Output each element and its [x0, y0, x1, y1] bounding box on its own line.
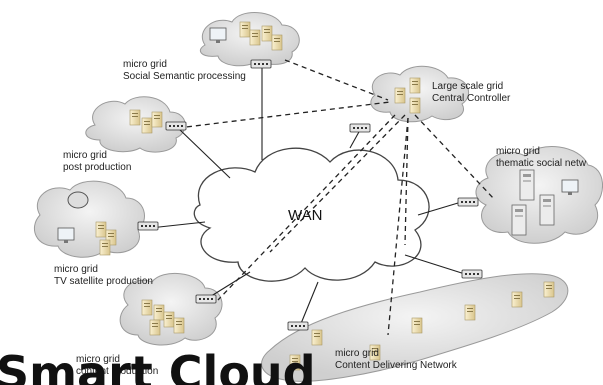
- node-tv-line2: TV satellite production: [54, 276, 153, 287]
- switch-thematic: [457, 197, 479, 207]
- node-content-line2: content production: [76, 366, 159, 377]
- switch-cdn-2: [287, 321, 309, 331]
- node-social-line2: Social Semantic processing: [123, 71, 246, 82]
- node-thematic-line1: micro grid: [496, 146, 540, 157]
- cloud-content: [119, 272, 223, 346]
- wan-label: WAN: [288, 207, 323, 224]
- node-post-line2: post production: [63, 162, 132, 173]
- node-post-line1: micro grid: [63, 150, 107, 161]
- node-tv-label: micro grid TV satellite production: [54, 264, 153, 288]
- switch-central: [349, 123, 371, 133]
- wan-cloud: [193, 147, 430, 282]
- dashed-links: [177, 59, 496, 336]
- node-content-line1: micro grid: [76, 354, 120, 365]
- cloud-tv: [34, 180, 145, 258]
- node-social-line1: micro grid: [123, 59, 167, 70]
- devices-tv: [57, 191, 117, 256]
- node-thematic-line2: thematic social netw: [496, 158, 587, 169]
- switch-tv: [137, 221, 159, 231]
- node-social-label: micro grid Social Semantic processing: [123, 59, 246, 83]
- node-central-line1: Large scale grid: [432, 81, 504, 92]
- switch-content: [195, 294, 217, 304]
- cloud-thematic: [475, 145, 603, 244]
- switch-social: [250, 59, 272, 69]
- node-central-line2: Central Controller: [432, 93, 511, 104]
- node-central-label: Large scale grid Central Controller: [432, 81, 510, 105]
- node-tv-line1: micro grid: [54, 264, 98, 275]
- switch-post: [165, 121, 187, 131]
- node-thematic-label: micro grid thematic social netw: [496, 146, 586, 170]
- diagram-title: Smart Cloud: [0, 346, 316, 385]
- node-post-label: micro grid post production: [63, 150, 131, 174]
- node-content-label: micro grid content production: [76, 354, 158, 378]
- cloud-central: [370, 65, 470, 123]
- node-cdn-line2: Content Delivering Network: [335, 360, 457, 371]
- switch-cdn: [461, 269, 483, 279]
- node-cdn-label: micro grid Content Delivering Network: [335, 348, 457, 372]
- node-cdn-line1: micro grid: [335, 348, 379, 359]
